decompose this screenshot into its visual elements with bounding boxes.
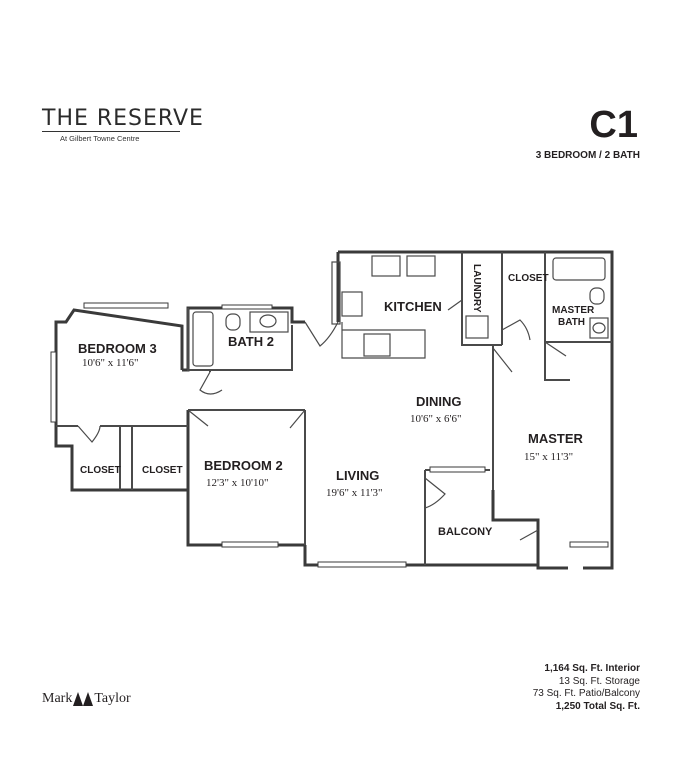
master-sink-icon [589,317,609,339]
area-interior: 1,164 Sq. Ft. Interior [544,663,640,674]
room-label-master-bath-2: BATH [558,317,585,328]
room-label-laundry: LAUNDRY [471,264,482,313]
room-label-master-bath-1: MASTER [552,305,595,316]
room-label-kitchen: KITCHEN [384,299,442,314]
room-label-bath2: BATH 2 [228,334,274,349]
plan-code: C1 [589,104,638,146]
room-label-master: MASTER [528,431,584,446]
window [83,302,169,309]
area-summary: 1,164 Sq. Ft. Interior 13 Sq. Ft. Storag… [533,663,640,713]
window [50,351,57,423]
room-dims-living: 19'6" x 11'3" [326,487,383,499]
vanity-icon [249,311,289,333]
room-label-closet-right: CLOSET [142,465,183,476]
logo-mark-icon [73,692,94,706]
door-swing [304,321,339,347]
room-label-dining: DINING [416,394,462,409]
washer-icon [465,315,489,339]
door-swing [187,409,209,427]
door-swing [501,319,531,341]
toilet-icon [225,313,241,331]
interior-wall [544,252,612,343]
sink-icon [259,314,277,328]
kitchen-island [341,322,426,359]
room-dims-bedroom2: 12'3" x 10'10" [206,477,268,489]
door-swing [424,477,446,509]
door-swing [77,425,101,443]
logo-text-left: Mark [42,691,73,706]
outer-wall [54,308,188,492]
counter-icon [331,261,341,325]
window [429,466,486,473]
interior-wall [187,308,293,371]
room-label-living: LIVING [336,468,379,483]
window [221,304,273,310]
room-dims-dining: 10'6" x 6'6" [410,413,461,425]
bar-stool-icon [363,333,391,357]
room-label-bedroom2: BEDROOM 2 [204,458,283,473]
room-label-closet-master: CLOSET [508,273,549,284]
master-tub-icon [552,257,606,281]
brand-underline [42,131,180,132]
door-swing [289,409,306,429]
room-dims-master: 15" x 11'3" [524,451,573,463]
logo-text-right: Taylor [94,691,131,706]
plan-type: 3 BEDROOM / 2 BATH [535,150,640,161]
window [569,541,609,548]
area-total: 1,250 Total Sq. Ft. [555,700,640,712]
door-swing [447,299,463,311]
master-toilet-icon [589,287,605,305]
interior-wall [461,252,502,346]
outer-wall [303,520,540,567]
door-swing [544,341,567,357]
area-storage: 13 Sq. Ft. Storage [558,675,640,687]
room-label-balcony: BALCONY [438,526,493,538]
door-swing [519,529,539,541]
window [221,541,279,548]
brand-subtitle: At Gilbert Towne Centre [60,134,140,143]
door-swing [492,347,513,373]
door-swing [199,371,223,395]
window [317,561,407,568]
mark-taylor-logo: Mark Taylor [42,691,131,707]
fridge-icon [406,255,436,277]
brand-title: THE RESERVE [42,106,204,131]
stove-icon [371,255,401,277]
interior-wall [544,342,570,381]
area-patio: 73 Sq. Ft. Patio/Balcony [532,688,640,699]
room-label-closet-left: CLOSET [80,465,121,476]
bathtub-icon [192,311,214,367]
room-dims-bedroom3: 10'6" x 11'6" [82,357,139,369]
room-label-bedroom3: BEDROOM 3 [78,341,157,356]
kitchen-sink-icon [341,291,363,317]
